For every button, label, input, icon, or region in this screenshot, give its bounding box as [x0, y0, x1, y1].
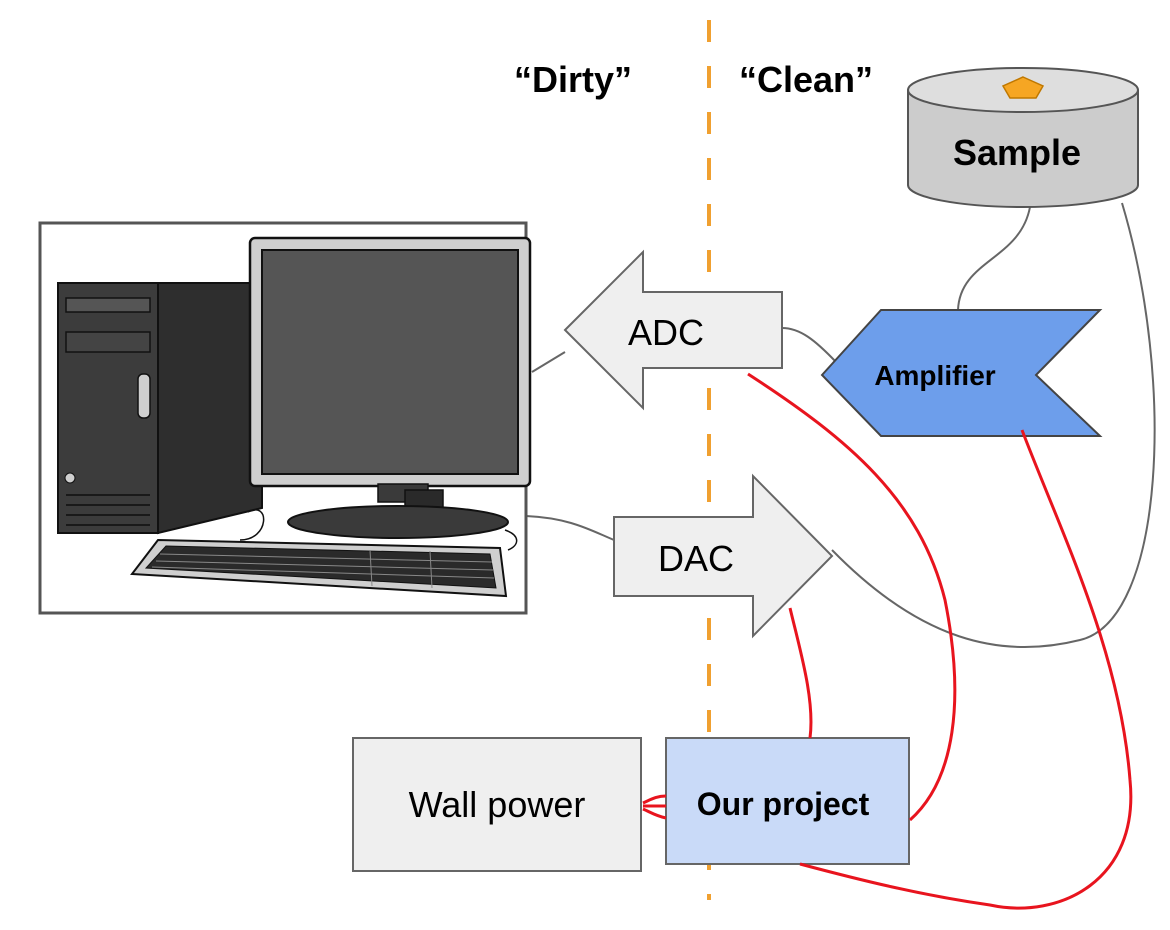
wire-computer-adc — [531, 351, 566, 373]
our-project-label: Our project — [697, 786, 870, 822]
wire-sample-dac-loop — [831, 202, 1156, 649]
sample-label: Sample — [953, 132, 1081, 173]
adc-label: ADC — [628, 312, 704, 353]
wall-power-label: Wall power — [409, 784, 586, 825]
signal-wires — [525, 202, 1156, 649]
wire-amplifier-adc — [781, 327, 837, 363]
amplifier-node: Amplifier — [820, 309, 1103, 437]
wire-project-wall-1 — [642, 794, 667, 805]
wire-project-dac — [788, 607, 813, 739]
clean-zone-label: “Clean” — [739, 59, 873, 100]
dac-node: DAC — [613, 473, 834, 639]
wire-project-wall-3 — [642, 807, 667, 820]
dirty-zone-label: “Dirty” — [514, 59, 632, 100]
wire-sample-amplifier — [957, 206, 1031, 311]
dac-label: DAC — [658, 538, 734, 579]
wall-power-node: Wall power — [352, 737, 642, 872]
power-wires — [642, 372, 1133, 910]
adc-node: ADC — [563, 249, 783, 411]
pentagon-icon — [1001, 76, 1045, 99]
our-project-node: Our project — [665, 737, 910, 865]
wire-computer-dac — [525, 515, 615, 541]
amplifier-label: Amplifier — [874, 360, 995, 391]
wire-project-adc — [747, 372, 957, 822]
wire-project-amplifier — [799, 429, 1133, 910]
sample-node: Sample — [907, 67, 1139, 208]
desktop-computer-icon — [38, 221, 532, 615]
